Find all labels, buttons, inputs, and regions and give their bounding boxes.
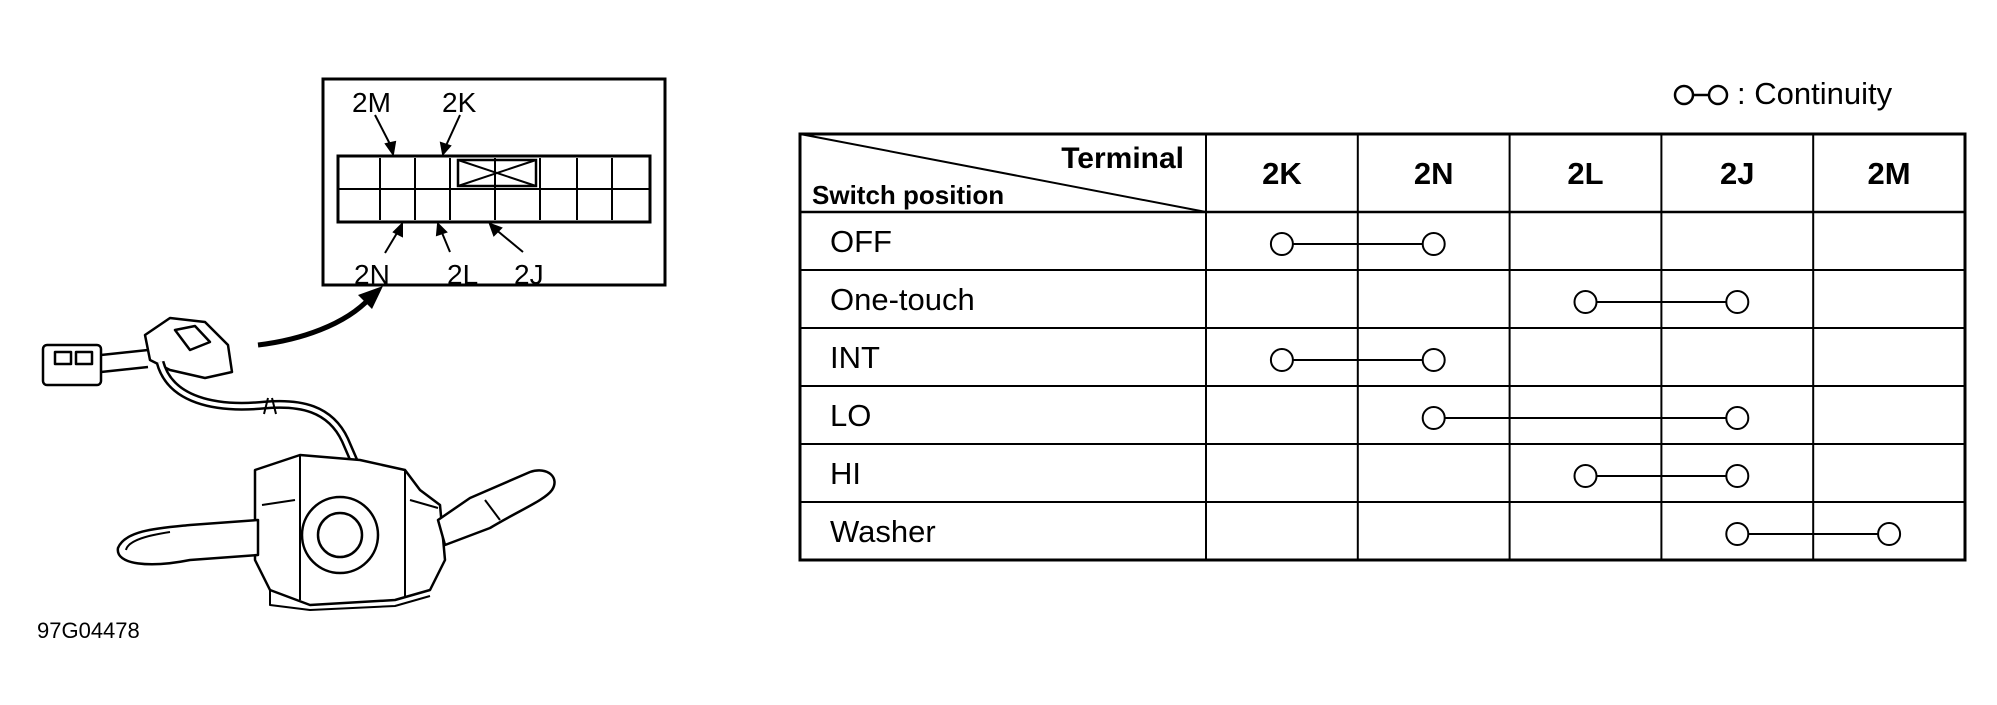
continuity-terminal-icon bbox=[1725, 406, 1750, 430]
column-header: 2L bbox=[1567, 156, 1603, 191]
row-label: INT bbox=[830, 340, 880, 375]
row-label: One-touch bbox=[830, 282, 975, 317]
continuity-terminal-icon bbox=[1725, 290, 1750, 314]
column-header: 2K bbox=[1262, 156, 1302, 191]
pin-arrows bbox=[374, 114, 524, 254]
row-label: Washer bbox=[830, 514, 936, 549]
continuity-terminal-icon bbox=[1269, 348, 1294, 372]
continuity-terminal-icon bbox=[1421, 406, 1446, 430]
continuity-legend: : Continuity bbox=[1673, 76, 1893, 111]
legend-label: : Continuity bbox=[1737, 76, 1893, 111]
corner-label-switch-position: Switch position bbox=[812, 180, 1004, 210]
legend-circle-left-icon bbox=[1673, 84, 1695, 106]
row-label: HI bbox=[830, 456, 861, 491]
legend-circle-right-icon bbox=[1707, 84, 1729, 106]
pin-label-2m: 2M bbox=[352, 87, 391, 118]
combination-switch-illustration bbox=[41, 316, 556, 611]
row-label: LO bbox=[830, 398, 871, 433]
table-border bbox=[798, 132, 1967, 562]
continuity-terminal-icon bbox=[1725, 464, 1750, 488]
figure-id: 97G04478 bbox=[37, 618, 140, 643]
corner-diagonal bbox=[799, 133, 1207, 213]
continuity-terminal-icon bbox=[1421, 348, 1446, 372]
continuity-terminal-icon bbox=[1269, 232, 1294, 256]
column-header: 2N bbox=[1414, 156, 1454, 191]
continuity-terminal-icon bbox=[1877, 522, 1902, 546]
continuity-terminal-icon bbox=[1725, 522, 1750, 546]
pointer-arrow bbox=[257, 286, 383, 348]
continuity-terminal-icon bbox=[1573, 290, 1598, 314]
pin-label-2k: 2K bbox=[442, 87, 477, 118]
pin-label-2l: 2L bbox=[447, 259, 478, 290]
column-header: 2M bbox=[1868, 156, 1911, 191]
pin-label-2n: 2N bbox=[354, 259, 390, 290]
continuity-terminal-icon bbox=[1421, 232, 1446, 256]
row-label: OFF bbox=[830, 224, 892, 259]
connector-face bbox=[336, 154, 652, 224]
connector-inset: 2M 2K 2N 2L 2J bbox=[321, 77, 667, 290]
continuity-terminal-icon bbox=[1573, 464, 1598, 488]
pin-label-2j: 2J bbox=[514, 259, 544, 290]
corner-label-terminal: Terminal bbox=[1061, 142, 1184, 175]
column-header: 2J bbox=[1720, 156, 1754, 191]
